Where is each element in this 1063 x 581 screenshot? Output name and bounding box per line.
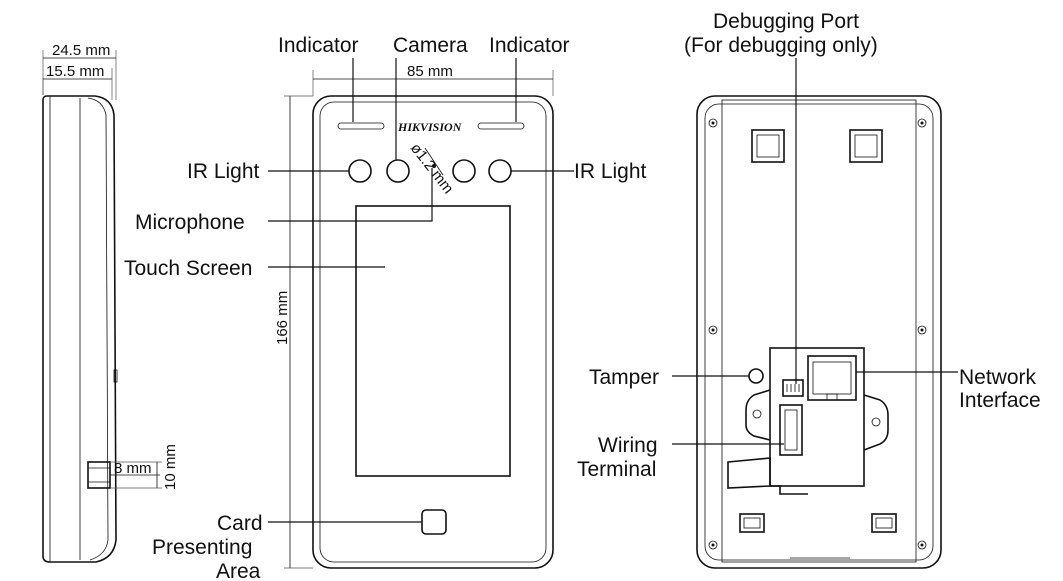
- wiring-terminal: [779, 404, 803, 456]
- network-port: [807, 355, 857, 401]
- side-bracket: [87, 461, 111, 489]
- label-wiring-line2: Terminal: [577, 458, 656, 481]
- side-bracket-width-label: 8 mm: [114, 460, 152, 477]
- label-indicator-right: Indicator: [489, 34, 570, 57]
- rear-view: Debugging Port (For debugging only) Tamp…: [577, 10, 1041, 569]
- tamper-switch: [748, 368, 764, 384]
- rear-mount-hole-right: [849, 129, 883, 163]
- side-profile-outline: [42, 95, 117, 563]
- label-debug-line2: (For debugging only): [684, 34, 878, 57]
- front-width-label: 85 mm: [407, 63, 453, 80]
- touch-screen: [355, 205, 511, 477]
- rear-body-outline: [696, 95, 942, 569]
- camera-lens-left: [386, 159, 410, 183]
- front-view: 85 mm 166 mm HIKVISION ø1.2 mm: [124, 34, 647, 581]
- label-touch-screen: Touch Screen: [124, 257, 252, 280]
- card-presenting-icon: [421, 509, 447, 535]
- rear-interface-panel: [769, 347, 865, 487]
- label-debug-line1: Debugging Port: [713, 10, 859, 33]
- label-card-line2: Presenting: [152, 536, 252, 559]
- label-ir-light-left: IR Light: [187, 160, 260, 183]
- front-height-label: 166 mm: [274, 291, 291, 345]
- label-card-line3: Area: [216, 560, 261, 581]
- indicator-right-slot: [477, 122, 525, 130]
- ir-light-left: [348, 159, 372, 183]
- side-bracket-height-label: 10 mm: [162, 444, 179, 490]
- side-view: 24.5 mm 15.5 mm 8 mm 10 mm: [42, 42, 179, 563]
- label-indicator-left: Indicator: [278, 34, 359, 57]
- label-network-line1: Network: [959, 366, 1037, 389]
- label-ir-light-right: IR Light: [574, 160, 647, 183]
- rear-mount-hole-bottom-right: [871, 513, 897, 533]
- front-brand-logo: HIKVISION: [397, 120, 463, 134]
- front-body-outline: [312, 95, 554, 569]
- label-card-line1: Card: [217, 512, 263, 535]
- label-network-line2: Interface: [959, 389, 1041, 412]
- debugging-port: [782, 379, 804, 397]
- rear-mount-hole-bottom-left: [739, 513, 765, 533]
- indicator-left-slot: [337, 122, 385, 130]
- ir-light-right: [488, 159, 512, 183]
- rear-screw-holes: [708, 118, 927, 550]
- label-tamper: Tamper: [589, 366, 659, 389]
- label-camera: Camera: [393, 34, 468, 57]
- rear-mount-hole-left: [751, 129, 785, 163]
- label-wiring-line1: Wiring: [598, 434, 658, 457]
- label-microphone: Microphone: [135, 211, 245, 234]
- side-depth-total-label: 24.5 mm: [52, 42, 110, 59]
- side-depth-body-label: 15.5 mm: [46, 63, 104, 80]
- camera-lens-right: [452, 159, 476, 183]
